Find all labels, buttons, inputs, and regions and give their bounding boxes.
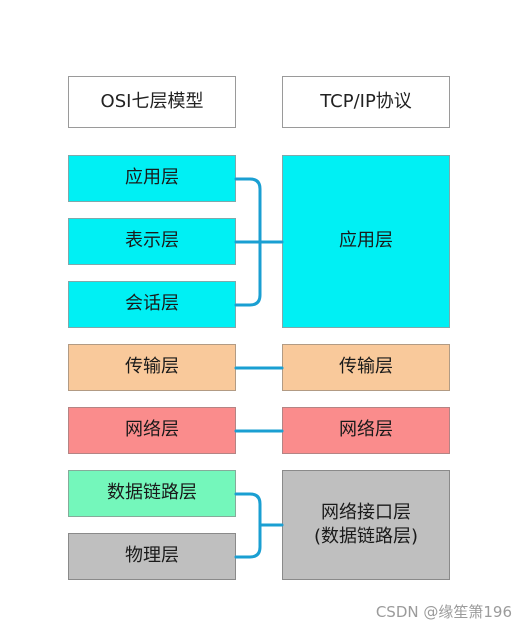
- osi-data-link-layer: 数据链路层: [68, 470, 236, 517]
- osi-session-layer: 会话层: [68, 281, 236, 328]
- osi-transport-layer: 传输层: [68, 344, 236, 391]
- watermark: CSDN @缘笙箫196: [375, 603, 512, 621]
- osi-physical-layer: 物理层: [68, 533, 236, 580]
- osi-network-layer: 网络层: [68, 407, 236, 454]
- connector-application-group: [234, 177, 284, 307]
- tcpip-network-interface-layer: 网络接口层 (数据链路层): [282, 470, 450, 580]
- osi-model-header: OSI七层模型: [68, 76, 236, 128]
- connector-network-interface-group: [234, 492, 284, 559]
- osi-application-layer: 应用层: [68, 155, 236, 202]
- tcpip-model-header: TCP/IP协议: [282, 76, 450, 128]
- tcpip-application-layer: 应用层: [282, 155, 450, 328]
- tcpip-transport-layer: 传输层: [282, 344, 450, 391]
- osi-presentation-layer: 表示层: [68, 218, 236, 265]
